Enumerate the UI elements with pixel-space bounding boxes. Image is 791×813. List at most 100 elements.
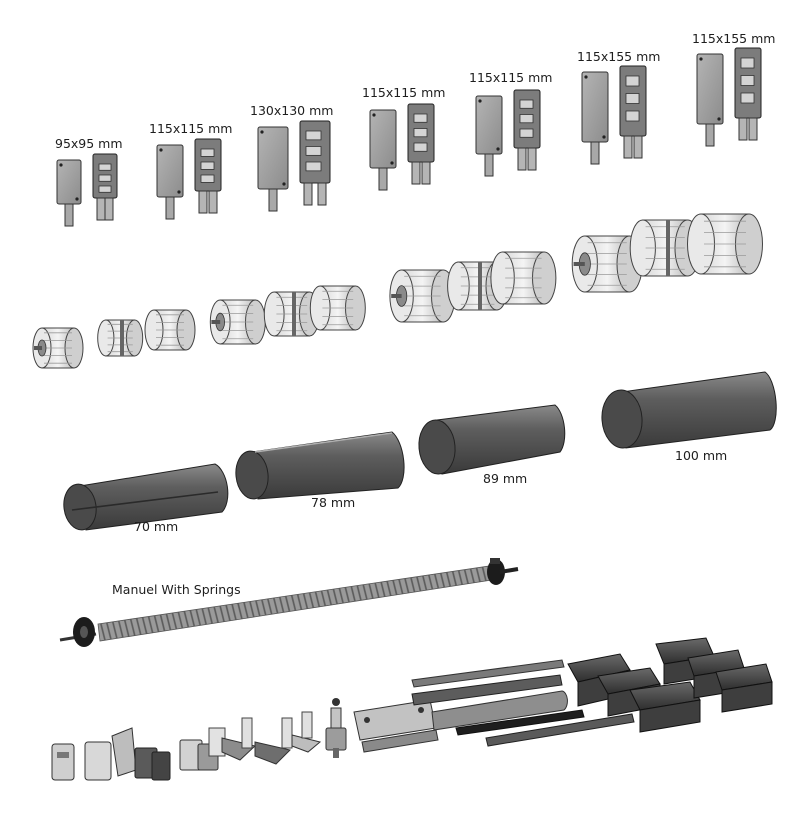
end-cap-set	[32, 213, 763, 369]
bracket-lug	[625, 93, 640, 104]
channel-profiles	[567, 637, 773, 733]
bracket-label-3: 130x130 mm	[250, 103, 333, 118]
bracket-leg	[421, 161, 431, 185]
accessory-set	[51, 637, 773, 781]
bracket-lug	[98, 174, 112, 182]
bracket-pair-2	[156, 138, 222, 220]
bracket-leg	[64, 203, 74, 227]
screw-hole	[177, 190, 181, 194]
bracket-leg	[748, 117, 758, 141]
bracket-lug	[413, 142, 428, 152]
bracket-lug	[413, 128, 428, 138]
tube-set	[63, 371, 777, 531]
cap-pin	[391, 294, 402, 298]
rail-group	[411, 659, 635, 747]
axle-label: Manuel With Springs	[112, 582, 241, 597]
bracket-set	[56, 47, 762, 227]
bracket-leg	[623, 135, 633, 159]
screw-hole	[59, 163, 63, 167]
bracket-label-5: 115x115 mm	[469, 70, 552, 85]
bracket-lug	[740, 75, 755, 86]
end-cap-group-1	[32, 309, 196, 369]
bracket-lug	[519, 99, 534, 109]
screw-hole	[372, 113, 376, 117]
end-cap-group-4	[571, 213, 763, 293]
screw-hole	[260, 130, 264, 134]
bracket-lug	[305, 161, 322, 172]
bracket-label-7: 115x155 mm	[692, 31, 775, 46]
bracket-lug	[625, 110, 640, 122]
bracket-plate	[696, 53, 724, 125]
tube-labels: 70 mm 78 mm 89 mm 100 mm	[134, 448, 727, 534]
bracket-lug	[625, 75, 640, 87]
bracket-leg	[198, 190, 208, 214]
bracket-leg	[208, 190, 218, 214]
end-cap-with-pin	[389, 269, 456, 323]
tube-100mm	[601, 371, 777, 449]
bracket-lug	[413, 113, 428, 123]
manual-spring-axle	[59, 558, 519, 647]
bracket-label-4: 115x115 mm	[362, 85, 445, 100]
ring-slot	[478, 262, 482, 310]
bracket-plate	[156, 144, 184, 198]
bracket-pair-6	[581, 65, 647, 165]
bracket-lug	[740, 57, 755, 69]
bracket-leg	[633, 135, 643, 159]
bracket-plate	[581, 71, 609, 143]
bracket-lug	[200, 161, 215, 170]
screw-hole	[717, 117, 721, 121]
bracket-leg	[527, 147, 537, 171]
bracket-lug	[519, 128, 534, 138]
bracket-leg	[317, 182, 327, 206]
tube-78mm	[235, 431, 405, 500]
accessory-clip-group	[51, 711, 322, 781]
end-cap-with-pin	[209, 299, 266, 345]
bracket-plate	[56, 159, 82, 205]
bracket-leg	[411, 161, 421, 185]
bracket-plate	[257, 126, 289, 190]
tube-89mm	[418, 404, 566, 475]
adapter-crown	[144, 309, 196, 351]
bracket-labels: 95x95 mm 115x115 mm 130x130 mm 115x115 m…	[55, 31, 775, 151]
screw-hole	[584, 75, 588, 79]
tube-label-4: 100 mm	[675, 448, 727, 463]
bracket-label-2: 115x115 mm	[149, 121, 232, 136]
bracket-leg	[590, 141, 600, 165]
bracket-leg	[705, 123, 715, 147]
bracket-leg	[165, 196, 175, 220]
adapter-crown	[687, 213, 763, 275]
screw-hole	[478, 99, 482, 103]
tube-label-2: 78 mm	[311, 495, 355, 510]
bracket-lug	[98, 185, 112, 193]
bracket-lug	[98, 163, 112, 171]
bracket-leg	[484, 153, 494, 177]
tube-70mm	[63, 463, 229, 531]
bracket-leg	[517, 147, 527, 171]
bracket-pair-4	[369, 103, 435, 191]
bracket-plate	[369, 109, 397, 169]
bracket-lug	[305, 146, 322, 156]
screw-hole	[75, 197, 79, 201]
end-cap-with-pin	[32, 327, 84, 369]
adapter-crown	[309, 285, 366, 331]
cap-pin	[573, 262, 585, 266]
bracket-leg	[738, 117, 748, 141]
ring-slot	[666, 220, 670, 276]
bracket-pair-3	[257, 120, 331, 212]
stop-bolt	[325, 698, 347, 758]
bracket-leg	[303, 182, 313, 206]
screw-hole	[699, 57, 703, 61]
screw-hole	[282, 182, 286, 186]
screw-hole	[602, 135, 606, 139]
end-cap-with-pin	[571, 235, 643, 293]
end-cap-group-3	[389, 251, 557, 323]
bracket-lug	[200, 148, 215, 157]
screw-hole	[159, 148, 163, 152]
bracket-lug	[519, 114, 534, 124]
bracket-label-6: 115x155 mm	[577, 49, 660, 64]
screw-hole	[390, 161, 394, 165]
ring-slot	[120, 320, 124, 356]
bracket-plate	[475, 95, 503, 155]
bracket-leg	[378, 167, 388, 191]
